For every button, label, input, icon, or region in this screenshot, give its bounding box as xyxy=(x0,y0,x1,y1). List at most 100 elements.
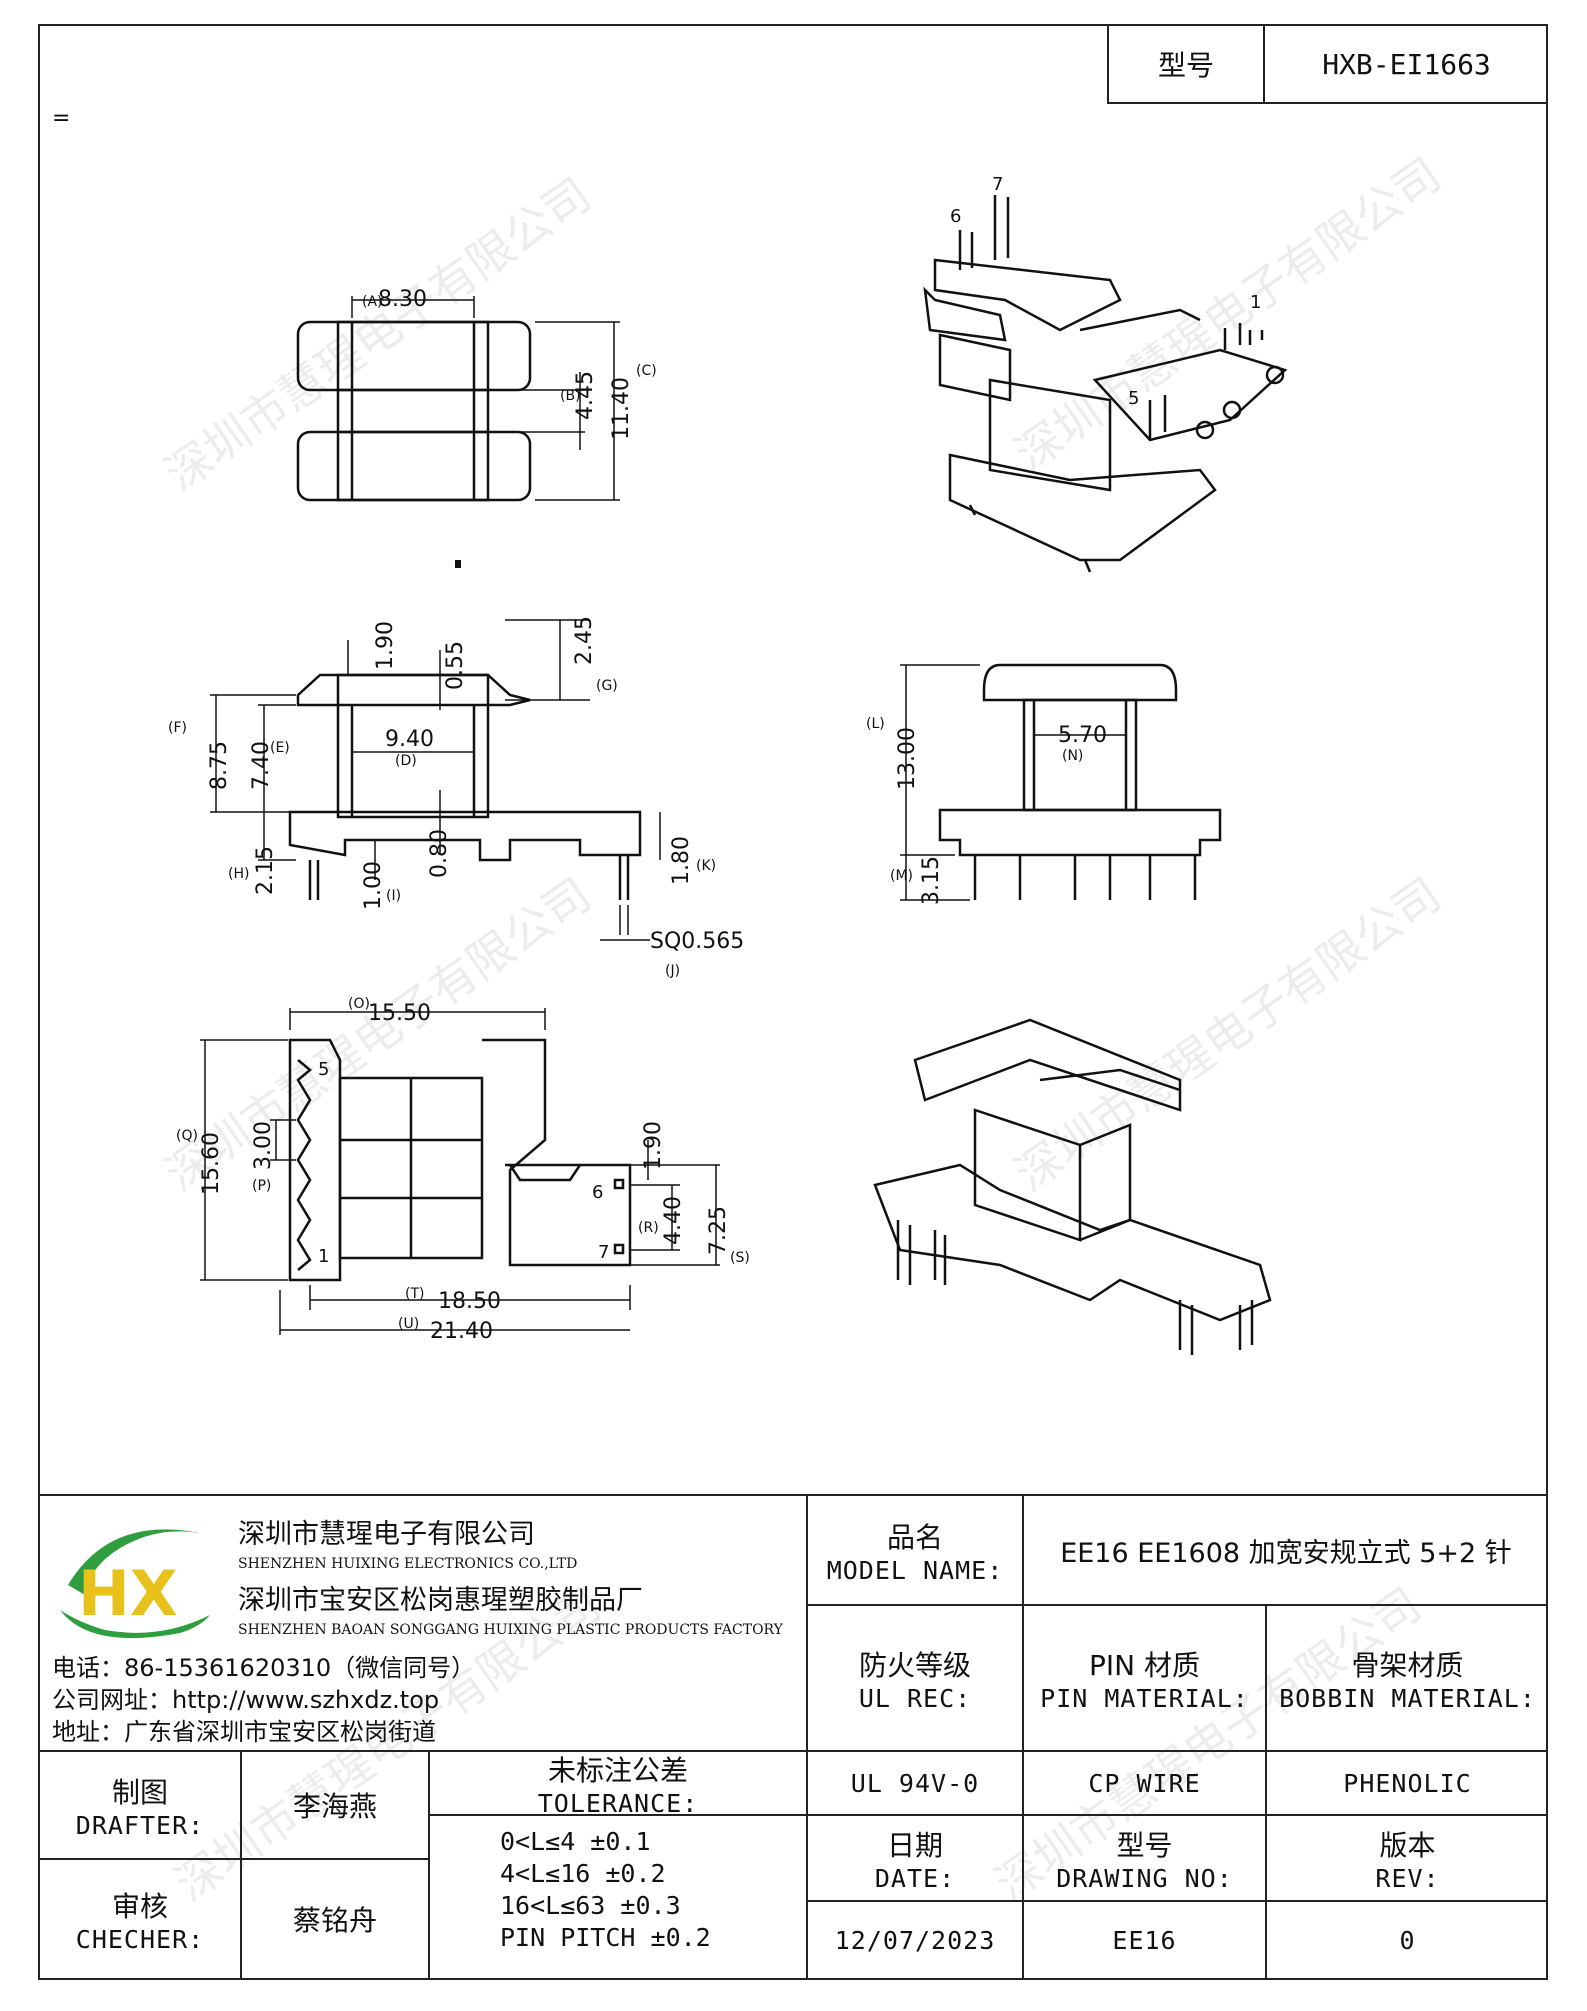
drawing-no-en: DRAWING NO: xyxy=(1056,1863,1233,1893)
dim-i: 1.00 xyxy=(361,861,386,910)
dim-u-tag: (U) xyxy=(398,1316,419,1332)
header-model-value: HXB-EI1663 xyxy=(1322,47,1491,81)
dim-j: SQ0.565 xyxy=(650,929,744,954)
iso-view-1 xyxy=(923,195,1288,573)
title-divider xyxy=(38,1750,1548,1752)
drafter-label: 制图 DRAFTER: xyxy=(40,1752,240,1858)
title-divider xyxy=(240,1750,242,1980)
date-value: 12/07/2023 xyxy=(834,1925,996,1955)
iso-pin-7: 7 xyxy=(992,174,1003,195)
dim-o: 15.50 xyxy=(368,1001,431,1026)
pin-1-label: 1 xyxy=(318,1246,329,1267)
model-name-value: EE16 EE1608 加宽安规立式 5+2 针 xyxy=(1060,1537,1512,1569)
tolerance-line: PIN PITCH ±0.2 xyxy=(500,1923,711,1952)
model-name-label: 品名 MODEL NAME: xyxy=(808,1496,1022,1604)
dim-mid: 0.80 xyxy=(427,829,452,878)
title-divider xyxy=(428,1814,1548,1816)
dim-g-tag: (G) xyxy=(596,678,618,694)
bottom-view xyxy=(200,1008,720,1335)
tolerance-cn: 未标注公差 xyxy=(547,1753,688,1787)
dim-p-tag: (P) xyxy=(252,1178,271,1194)
drafter-cn: 制图 xyxy=(111,1775,168,1809)
title-divider xyxy=(428,1750,430,1980)
company-name-en: SHENZHEN HUIXING ELECTRONICS CO.,LTD xyxy=(238,1556,578,1572)
factory-name-cn: 深圳市宝安区松岗惠瑆塑胶制品厂 xyxy=(238,1585,643,1616)
title-divider xyxy=(1265,1604,1267,1980)
date-en: DATE: xyxy=(874,1863,956,1893)
iso-pin-1: 1 xyxy=(1250,292,1261,313)
header-divider xyxy=(1107,24,1109,104)
bobbin-material-label: 骨架材质 BOBBIN MATERIAL: xyxy=(1267,1606,1548,1750)
tolerance-line: 4<L≤16 ±0.2 xyxy=(500,1859,666,1888)
dim-e: 7.40 xyxy=(249,741,274,790)
rev-en: REV: xyxy=(1375,1863,1440,1893)
iso-pin-5: 5 xyxy=(1128,388,1139,409)
date-label: 日期 DATE: xyxy=(808,1816,1022,1900)
dim-k: 1.80 xyxy=(669,836,694,885)
checker-value: 蔡铭舟 xyxy=(292,1904,377,1937)
model-name-cn: 品名 xyxy=(886,1520,943,1554)
iso-pin-6: 6 xyxy=(950,206,961,227)
header-model-label: 型号 xyxy=(1157,49,1214,82)
dim-n: 5.70 xyxy=(1058,723,1107,748)
tolerance-line: 0<L≤4 ±0.1 xyxy=(500,1827,651,1856)
dim-m-tag: (M) xyxy=(890,868,913,884)
company-website: 公司网址：http://www.szhxdz.top xyxy=(52,1686,440,1714)
title-divider xyxy=(806,1900,1548,1902)
drafter-value: 李海燕 xyxy=(292,1790,377,1823)
dim-d: 9.40 xyxy=(385,727,434,752)
model-name-en: MODEL NAME: xyxy=(826,1555,1004,1585)
dim-top-b: 0.55 xyxy=(443,641,468,690)
dim-n-tag: (N) xyxy=(1062,748,1083,764)
drawing-no-label: 型号 DRAWING NO: xyxy=(1024,1816,1265,1900)
dim-u: 21.40 xyxy=(430,1319,493,1344)
header-divider xyxy=(1107,102,1548,104)
dim-s-tag: (S) xyxy=(730,1250,750,1266)
tolerance-en: TOLERANCE: xyxy=(537,1788,699,1818)
checker-en: CHECHER: xyxy=(75,1924,205,1954)
dim-m: 3.15 xyxy=(919,856,944,905)
dim-l-tag: (L) xyxy=(866,716,885,732)
stray-mark: = xyxy=(52,106,71,131)
company-address: 地址：广东省深圳市宝安区松岗街道 xyxy=(52,1718,436,1746)
dim-e-tag: (E) xyxy=(270,740,290,756)
rev-value: 0 xyxy=(1399,1925,1416,1955)
factory-name-en: SHENZHEN BAOAN SONGGANG HUIXING PLASTIC … xyxy=(238,1622,783,1638)
tolerance-line: 16<L≤63 ±0.3 xyxy=(500,1891,681,1920)
ul-label: 防火等级 UL REC: xyxy=(808,1606,1022,1750)
dim-r: 4.40 xyxy=(661,1196,686,1245)
title-divider xyxy=(806,1604,1548,1606)
dim-i-tag: (I) xyxy=(386,888,401,904)
pin-en: PIN MATERIAL: xyxy=(1040,1683,1249,1713)
dim-c: 11.40 xyxy=(609,377,634,440)
rev-cn: 版本 xyxy=(1379,1828,1436,1862)
technical-drawing: (A) 8.30 4.45 (B) 11.40 (C) 1.90 0.55 2.… xyxy=(168,174,1288,1355)
dim-t-tag: (T) xyxy=(405,1286,424,1302)
dim-r-tag: (R) xyxy=(638,1220,659,1236)
pin-7-label: 7 xyxy=(598,1242,609,1263)
drawing-no-value: EE16 xyxy=(1112,1925,1177,1955)
date-cn: 日期 xyxy=(886,1828,943,1862)
ul-en: UL REC: xyxy=(858,1683,972,1713)
bobbin-cn: 骨架材质 xyxy=(1351,1648,1464,1682)
pin-material-value: CP WIRE xyxy=(1088,1768,1201,1798)
dim-top-a: 1.90 xyxy=(373,621,398,670)
dim-b-tag: (B) xyxy=(560,388,581,404)
checker-cn: 审核 xyxy=(111,1889,168,1923)
dim-q: 15.60 xyxy=(199,1132,224,1195)
iso-view-2 xyxy=(873,1018,1272,1355)
ul-cn: 防火等级 xyxy=(858,1648,971,1682)
drawing-no-cn: 型号 xyxy=(1116,1828,1173,1862)
dim-c-tag: (C) xyxy=(636,363,657,379)
header-divider xyxy=(1263,24,1265,104)
pin-cn: PIN 材质 xyxy=(1089,1648,1200,1682)
drawing-frame xyxy=(38,24,1548,1980)
title-divider xyxy=(38,1858,428,1860)
company-phone: 电话：86-15361620310（微信同号） xyxy=(52,1654,476,1682)
front-view xyxy=(210,560,661,941)
dim-h: 2.15 xyxy=(253,846,278,895)
company-logo: HX xyxy=(60,1529,210,1639)
dim-k-tag: (K) xyxy=(696,858,716,874)
bobbin-en: BOBBIN MATERIAL: xyxy=(1279,1683,1536,1713)
pin-5-label: 5 xyxy=(318,1059,329,1080)
